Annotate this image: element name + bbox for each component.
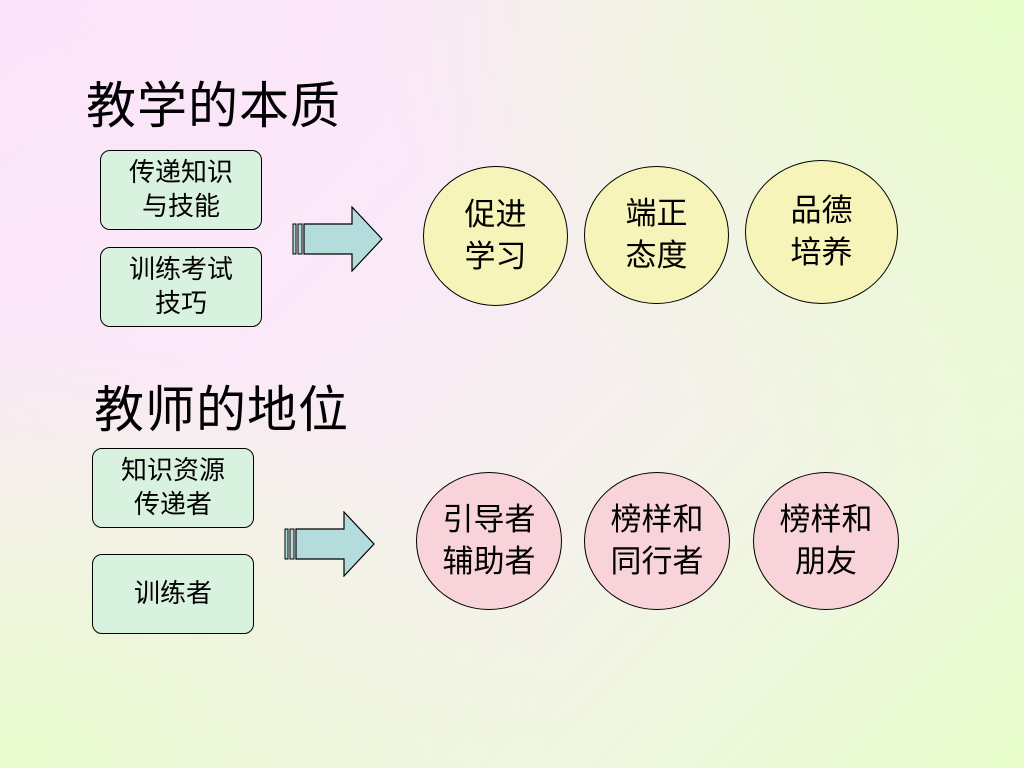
section2-box-1: 知识资源 传递者: [92, 448, 254, 528]
section1-circle-2: 端正 态度: [584, 166, 729, 304]
section2-circle-3-label: 榜样和 朋友: [779, 502, 873, 580]
section2-circle-1-label: 引导者 辅助者: [442, 502, 536, 580]
section1-circle-3-label: 品德 培养: [790, 193, 853, 271]
section2-circle-3: 榜样和 朋友: [753, 472, 899, 610]
striped-right-arrow-icon: [284, 511, 375, 577]
section2-box-2: 训练者: [92, 554, 254, 634]
section1-box-1-label: 传递知识 与技能: [128, 158, 233, 222]
striped-right-arrow-icon: [292, 206, 383, 272]
section2-circle-1: 引导者 辅助者: [416, 472, 562, 610]
section2-circle-2-label: 榜样和 同行者: [610, 502, 704, 580]
section2-title: 教师的地位: [94, 381, 349, 439]
section1-box-2: 训练考试 技巧: [100, 247, 262, 327]
section1-circle-1: 促进 学习: [423, 166, 568, 306]
section1-circle-3: 品德 培养: [745, 160, 898, 304]
section2-box-2-label: 训练者: [133, 579, 212, 609]
section1-box-2-label: 训练考试 技巧: [128, 255, 233, 319]
section1-box-1: 传递知识 与技能: [100, 150, 262, 230]
section2-box-1-label: 知识资源 传递者: [120, 456, 225, 520]
section1-title: 教学的本质: [86, 77, 341, 135]
section1-circle-1-label: 促进 学习: [464, 197, 527, 275]
section2-circle-2: 榜样和 同行者: [584, 472, 730, 610]
section1-circle-2-label: 端正 态度: [625, 196, 688, 274]
